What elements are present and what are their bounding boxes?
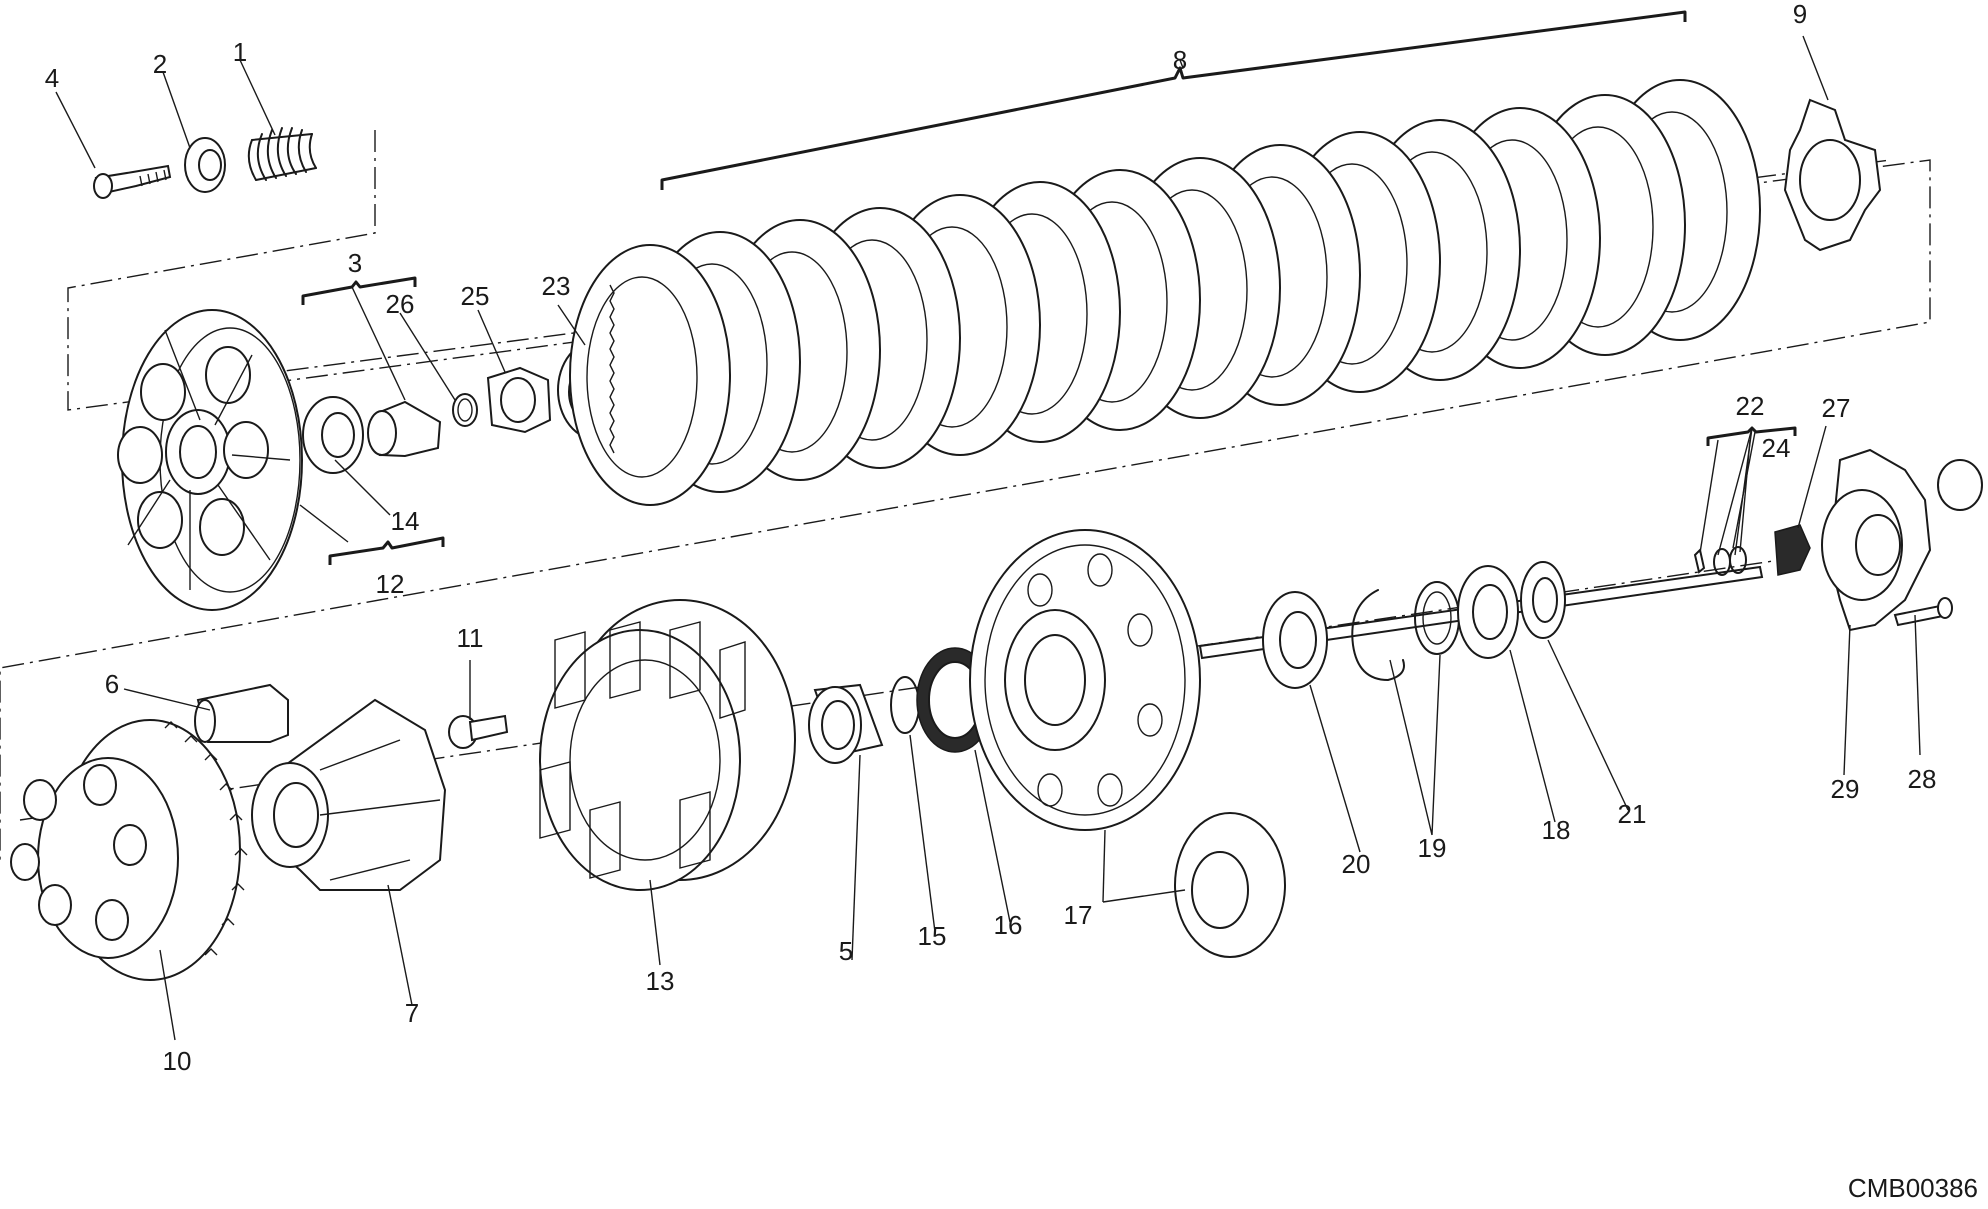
callout-11: 11 — [457, 623, 484, 653]
part-5-spacer-sleeve — [808, 683, 884, 764]
part-7-hub-carrier — [251, 698, 447, 891]
callout-27: 27 — [1822, 393, 1851, 423]
callout-24: 24 — [1762, 433, 1791, 463]
callout-8: 8 — [1173, 45, 1187, 75]
part-1-spring — [247, 127, 317, 181]
callout-12: 12 — [376, 569, 405, 599]
part-22-pin — [1693, 548, 1706, 574]
callout-18: 18 — [1542, 815, 1571, 845]
figure-code: CMB00386 — [1848, 1173, 1978, 1203]
callout-29: 29 — [1831, 774, 1860, 804]
part-27-piston — [1774, 524, 1811, 576]
part-13-clutch-basket — [539, 599, 796, 891]
part-11-screw — [448, 714, 509, 749]
part-17-primary-gear — [969, 529, 1201, 831]
callout-1: 1 — [233, 37, 247, 67]
callout-19: 19 — [1418, 833, 1447, 863]
callout-23: 23 — [542, 271, 571, 301]
part-14-bearing — [302, 396, 364, 474]
part-12-pressure-plate — [117, 309, 303, 611]
callout-15: 15 — [918, 921, 947, 951]
part-25-nut — [486, 366, 552, 434]
callout-2: 2 — [153, 49, 167, 79]
part-10-clutch-hub — [10, 719, 248, 981]
callout-16: 16 — [994, 910, 1023, 940]
part-28-bolt — [1893, 597, 1953, 627]
part-2-cup-washer — [184, 137, 226, 193]
callout-28: 28 — [1908, 764, 1937, 794]
callout-10: 10 — [163, 1046, 192, 1076]
callout-4: 4 — [45, 63, 59, 93]
part-18-bearing — [1457, 565, 1519, 659]
part-24-rings — [1713, 546, 1747, 576]
part-6-damper-block — [194, 683, 289, 743]
part-21-bearing — [1520, 561, 1566, 639]
callout-3: 3 — [348, 248, 362, 278]
callout-labels: 4 2 1 8 9 3 26 25 23 14 12 22 27 24 6 11… — [45, 0, 1937, 1076]
part-15-oring — [890, 676, 920, 734]
part-20-bearing — [1262, 591, 1328, 689]
callout-14: 14 — [391, 506, 420, 536]
callout-5: 5 — [839, 936, 853, 966]
callout-9: 9 — [1793, 0, 1807, 29]
callout-20: 20 — [1342, 849, 1371, 879]
callout-6: 6 — [105, 669, 119, 699]
part-8-clutch-plate-pack — [569, 79, 1761, 506]
part-3-pushrod-cap — [367, 400, 442, 458]
leader-lines — [55, 35, 1921, 1041]
part-9-lock-plate — [1783, 98, 1882, 252]
callout-13: 13 — [646, 966, 675, 996]
part-29-slave-cylinder — [1821, 448, 1983, 632]
part-17-pinion-gear — [1174, 812, 1286, 958]
callout-7: 7 — [405, 998, 419, 1028]
callout-22: 22 — [1736, 391, 1765, 421]
callout-26: 26 — [386, 289, 415, 319]
callout-25: 25 — [461, 281, 490, 311]
callout-17: 17 — [1064, 900, 1093, 930]
part-4-bolt — [93, 164, 172, 199]
callout-21: 21 — [1618, 799, 1647, 829]
part-26-oring — [452, 393, 478, 427]
